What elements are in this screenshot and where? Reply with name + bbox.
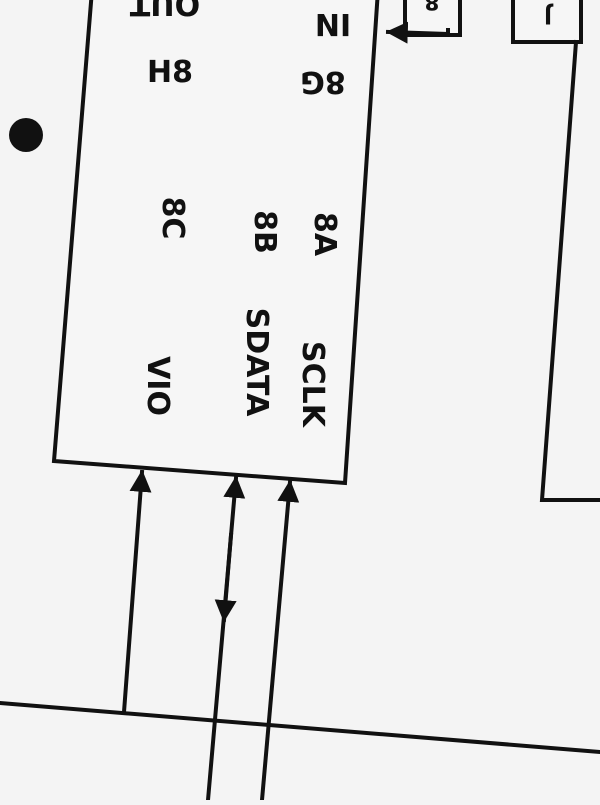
pin-label-out: OUT	[129, 0, 200, 21]
pin-label-b8: 8B	[247, 210, 282, 254]
power-rail-line	[0, 700, 600, 755]
top-box-left-label: 8	[424, 0, 439, 13]
pin-label-sdata: SDATA	[239, 308, 274, 418]
pin-label-sclk: SCLK	[295, 341, 330, 429]
in-signal-arrow	[385, 21, 450, 44]
ic-chip-outline	[51, 0, 380, 486]
sclk-signal-line	[259, 479, 300, 803]
sdata-signal-line	[205, 475, 246, 803]
sdata-bidirectional-arrow	[214, 532, 237, 623]
right-block-outline	[539, 39, 600, 502]
pin-label-c8: 8C	[155, 197, 190, 240]
pin-label-g8: 8G	[300, 64, 346, 99]
pin-marker-dot	[9, 118, 43, 152]
pin-label-a8: 8A	[307, 212, 342, 257]
top-box-right-label: J	[544, 2, 554, 27]
pin-label-h8: H8	[147, 55, 193, 90]
pin-label-in: IN	[315, 6, 351, 41]
vio-signal-line	[121, 469, 152, 715]
top-box-right	[511, 0, 583, 44]
pin-label-vio: VIO	[140, 356, 175, 416]
